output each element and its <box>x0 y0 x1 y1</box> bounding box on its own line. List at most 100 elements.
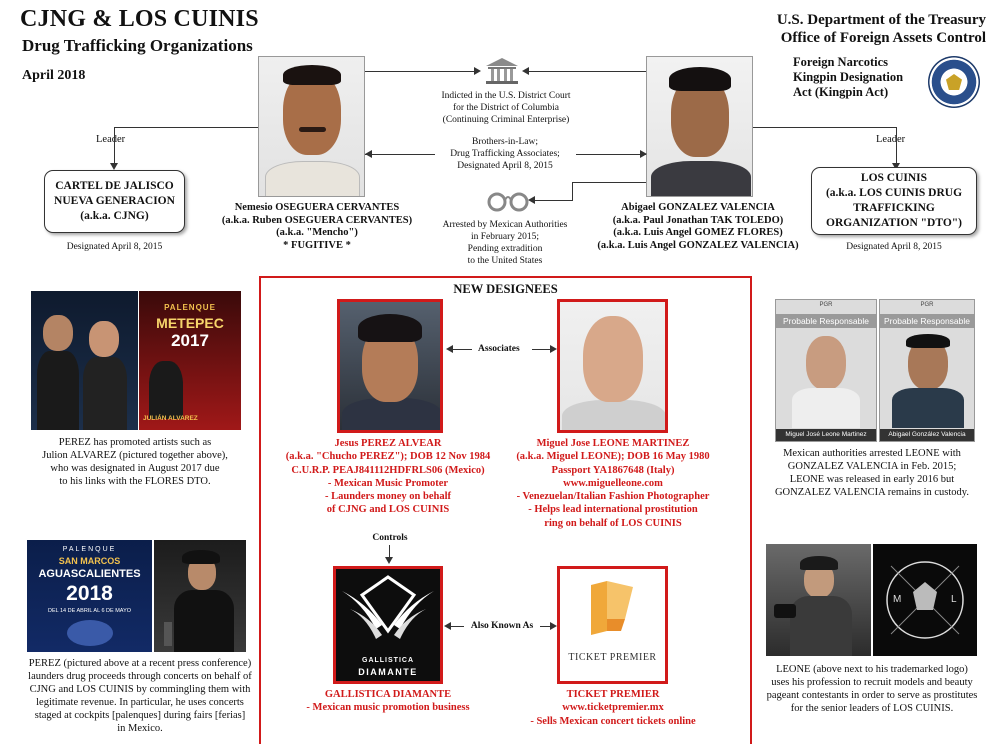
connector <box>365 154 435 155</box>
act-line: Kingpin Designation <box>793 70 904 84</box>
org-name-line: ORGANIZATION "DTO") <box>826 217 962 229</box>
arrow-down-icon <box>110 163 118 170</box>
abigael-photo <box>646 56 753 197</box>
designee-line: Jesus PEREZ ALVEAR <box>334 438 442 449</box>
caption-line: GONZALEZ VALENCIA remains in custody. <box>774 487 970 498</box>
connector <box>365 71 478 72</box>
leone-details: Miguel Jose LEONE MARTINEZ (a.k.a. Migue… <box>498 437 728 530</box>
probable-responsable-label: Probable Responsable <box>880 314 974 328</box>
connector <box>532 349 552 350</box>
leone-photo <box>557 299 668 433</box>
poster-artist: JULIÁN ALVAREZ <box>143 415 198 422</box>
note-line: Indicted in the U.S. District Court <box>441 91 571 101</box>
agency-office: Office of Foreign Assets Control <box>780 30 986 46</box>
entity-line: - Sells Mexican concert tickets online <box>530 715 696 727</box>
leone-recruit-caption: LEONE (above next to his trademarked log… <box>752 663 992 715</box>
caption-line: pageant contestants in order to serve as… <box>766 690 978 701</box>
gallistica-logo: GALLISTICA DIAMANTE <box>333 566 443 684</box>
arrow-left-icon <box>446 345 453 353</box>
person-name-line: (a.k.a. "Mencho") <box>276 227 358 238</box>
mugshot-name: Miguel José Leone Martinez <box>776 429 876 441</box>
designee-line: www.miguelleone.com <box>563 477 663 489</box>
act-line: Act (Kingpin Act) <box>793 85 889 99</box>
mugshot-name: Abigael González Valencia <box>880 429 974 441</box>
connector <box>114 127 258 128</box>
poster-year: 2018 <box>66 582 113 605</box>
connector <box>448 626 464 627</box>
connector <box>525 71 646 72</box>
caption-line: CJNG and LOS CUINIS by commingling them … <box>29 684 251 695</box>
courthouse-icon <box>484 56 520 86</box>
arrow-left-icon <box>365 150 372 158</box>
org-name-line: CARTEL DE JALISCO <box>55 180 174 192</box>
ticket-premier-logo: TICKET PREMIER <box>557 566 668 684</box>
poster-city: AGUASCALIENTES <box>38 568 141 580</box>
connector <box>540 626 552 627</box>
note-line: (Continuing Criminal Enterprise) <box>442 115 570 125</box>
associates-label: Associates <box>478 344 520 354</box>
leone-mugshot: PGR Probable Responsable Miguel José Leo… <box>775 299 877 442</box>
caption-line: who was designated in August 2017 due <box>50 463 220 474</box>
note-line: Arrested by Mexican Authorities <box>442 220 568 230</box>
note-line: Brothers-in-Law; <box>472 137 538 147</box>
ml-trademark-icon <box>886 561 964 639</box>
caption-line: uses his profession to recruit models an… <box>771 677 973 688</box>
fugitive-label: * FUGITIVE * <box>283 239 351 251</box>
person-name-line: (a.k.a. Ruben OSEGUERA CERVANTES) <box>221 214 413 226</box>
logo-letter-l: L <box>951 594 957 605</box>
caption-line: GONZALEZ VALENCIA in Feb. 2015; <box>787 461 957 472</box>
new-designees-heading: NEW DESIGNEES <box>453 282 558 296</box>
gallistica-logo-text: GALLISTICA <box>362 657 414 664</box>
arrow-right-icon <box>550 622 557 630</box>
gallistica-details: GALLISTICA DIAMANTE - Mexican music prom… <box>288 688 488 715</box>
designee-line: - Helps lead international prostitution <box>528 504 698 516</box>
diamond-wing-icon <box>342 575 434 639</box>
org-name-line: NUEVA GENERACION <box>54 195 175 207</box>
caption-line: for the senior leaders of LOS CUINIS. <box>790 703 954 714</box>
designee-line: Passport YA1867648 (Italy) <box>551 464 675 476</box>
connector <box>532 200 572 201</box>
mencho-photo <box>258 56 365 197</box>
designation-date-left: Designated April 8, 2015 <box>66 242 163 252</box>
caption-line: in Mexico. <box>117 723 163 734</box>
perez-alvarez-photo <box>31 291 138 430</box>
also-known-as-label: Also Known As <box>470 621 534 631</box>
caption-line: LEONE was released in early 2016 but <box>789 474 955 485</box>
pgr-label: PGR <box>819 302 833 308</box>
page-title: CJNG & LOS CUINIS <box>20 6 259 32</box>
poster-palenque: PALENQUE <box>62 546 117 553</box>
note-line: Pending extradition <box>467 244 543 254</box>
aguascalientes-poster: PALENQUE SAN MARCOS AGUASCALIENTES 2018 … <box>27 540 152 652</box>
abigael-name-block: Abigael GONZALEZ VALENCIA (a.k.a. Paul J… <box>588 202 808 252</box>
person-name-line: Abigael GONZALEZ VALENCIA <box>621 202 775 213</box>
leader-label-right: Leader <box>876 134 906 145</box>
designee-line: C.U.R.P. PEAJ841112HDFRLS06 (Mexico) <box>291 464 485 476</box>
caption-line: Mexican authorities arrested LEONE with <box>783 448 961 459</box>
controls-label: Controls <box>372 533 408 543</box>
arrest-caption: Mexican authorities arrested LEONE with … <box>752 447 992 499</box>
designee-line: Miguel Jose LEONE MARTINEZ <box>536 438 690 449</box>
gonzalez-mugshot: PGR Probable Responsable Abigael Gonzále… <box>879 299 975 442</box>
arrow-down-icon <box>892 163 900 170</box>
connector <box>114 127 115 166</box>
arrest-note: Arrested by Mexican Authorities in Febru… <box>430 219 580 267</box>
kingpin-act-label: Foreign Narcotics Kingpin Designation Ac… <box>793 55 923 100</box>
person-name-line: (a.k.a. Luis Angel GONZALEZ VALENCIA) <box>597 239 799 251</box>
perez-details: Jesus PEREZ ALVEAR (a.k.a. "Chucho PEREZ… <box>268 437 508 517</box>
entity-line: www.ticketpremier.mx <box>562 702 664 714</box>
designee-line: - Venezuelan/Italian Fashion Photographe… <box>516 491 710 503</box>
designee-line: of CJNG and LOS CUINIS <box>326 504 450 516</box>
poster-palenque: PALENQUE <box>164 303 216 312</box>
org-name-line: TRAFFICKING <box>853 202 935 214</box>
arrow-left-icon <box>528 196 535 204</box>
leone-photographer-photo <box>766 544 871 656</box>
caption-line: to his links with the FLORES DTO. <box>59 476 211 487</box>
page-subtitle: Drug Trafficking Organizations <box>22 36 253 55</box>
note-line: to the United States <box>467 256 543 266</box>
handcuffs-icon <box>486 188 530 214</box>
poster-dates: DEL 14 DE ABRIL AL 6 DE MAYO <box>47 608 132 614</box>
caption-line: Julion ALVAREZ (pictured together above)… <box>42 450 228 461</box>
org-box-los-cuinis: LOS CUINIS (a.k.a. LOS CUINIS DRUG TRAFF… <box>811 167 977 235</box>
connector <box>389 545 390 558</box>
person-name-line: (a.k.a. Luis Angel GOMEZ FLORES) <box>613 227 783 238</box>
